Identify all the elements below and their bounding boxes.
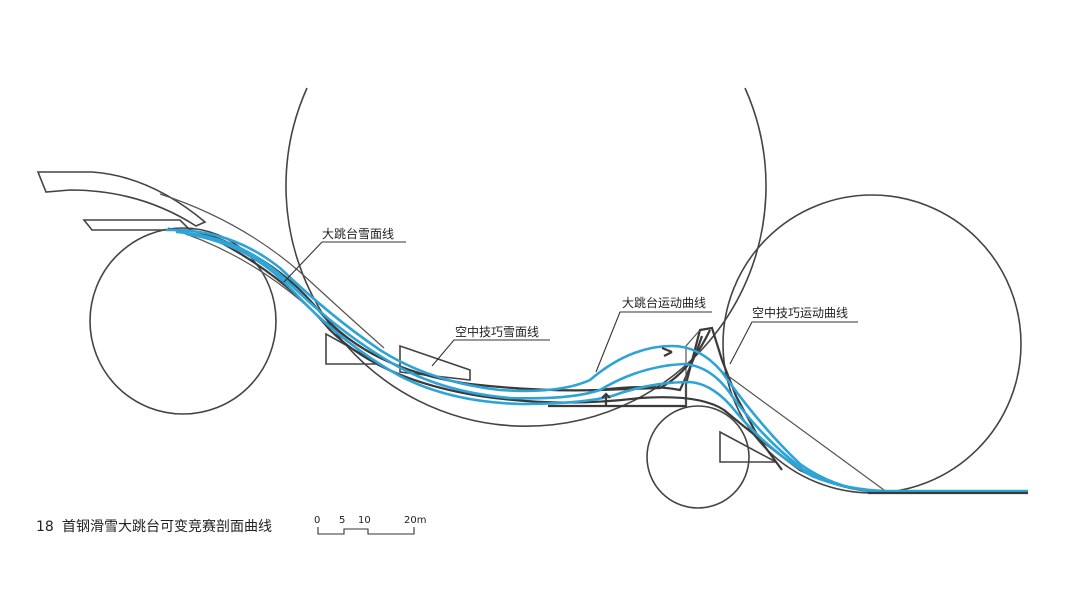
label-big-jump-motion-curve: 大跳台运动曲线 <box>622 295 706 310</box>
leader-aerials-motion-curve <box>729 321 858 365</box>
kicker-vertical <box>685 329 701 406</box>
scale-tick-10: 10 <box>358 515 371 526</box>
landing-support-mid <box>399 344 471 381</box>
start-ramp-upper <box>36 171 207 227</box>
right-circle <box>722 194 1022 494</box>
left-circle <box>89 227 277 415</box>
motion-curve-3 <box>185 232 887 493</box>
lower-middle-circle <box>646 405 750 509</box>
leader-big-jump-snow-surface <box>283 241 406 283</box>
marker-arrow-right <box>661 346 673 357</box>
inrun-structure-1 <box>159 193 385 349</box>
label-aerials-motion-curve: 空中技巧运动曲线 <box>752 305 848 320</box>
scale-tick-0: 0 <box>314 515 320 526</box>
label-aerials-snow-surface: 空中技巧雪面线 <box>455 324 539 339</box>
large-top-arc <box>285 87 767 427</box>
scale-tick-20: 20m <box>404 515 426 526</box>
big-jump-snow-surface-line <box>189 228 711 392</box>
scale-bar: 0 5 10 20m <box>314 515 426 535</box>
caption-number: 18 <box>36 519 54 535</box>
marker-arrow-up <box>601 392 611 406</box>
landing-straight-line <box>719 369 885 491</box>
landing-support-right <box>719 430 777 463</box>
motion-curve-2 <box>175 230 881 493</box>
caption-title: 首钢滑雪大跳台可变竞赛剖面曲线 <box>62 518 272 535</box>
leader-big-jump-motion-curve <box>595 311 712 373</box>
motion-curve-1 <box>165 228 873 493</box>
leader-aerials-snow-surface <box>431 339 550 367</box>
scale-bar-line <box>317 527 415 535</box>
scale-tick-5: 5 <box>339 515 345 526</box>
label-big-jump-snow-surface: 大跳台雪面线 <box>322 226 394 241</box>
